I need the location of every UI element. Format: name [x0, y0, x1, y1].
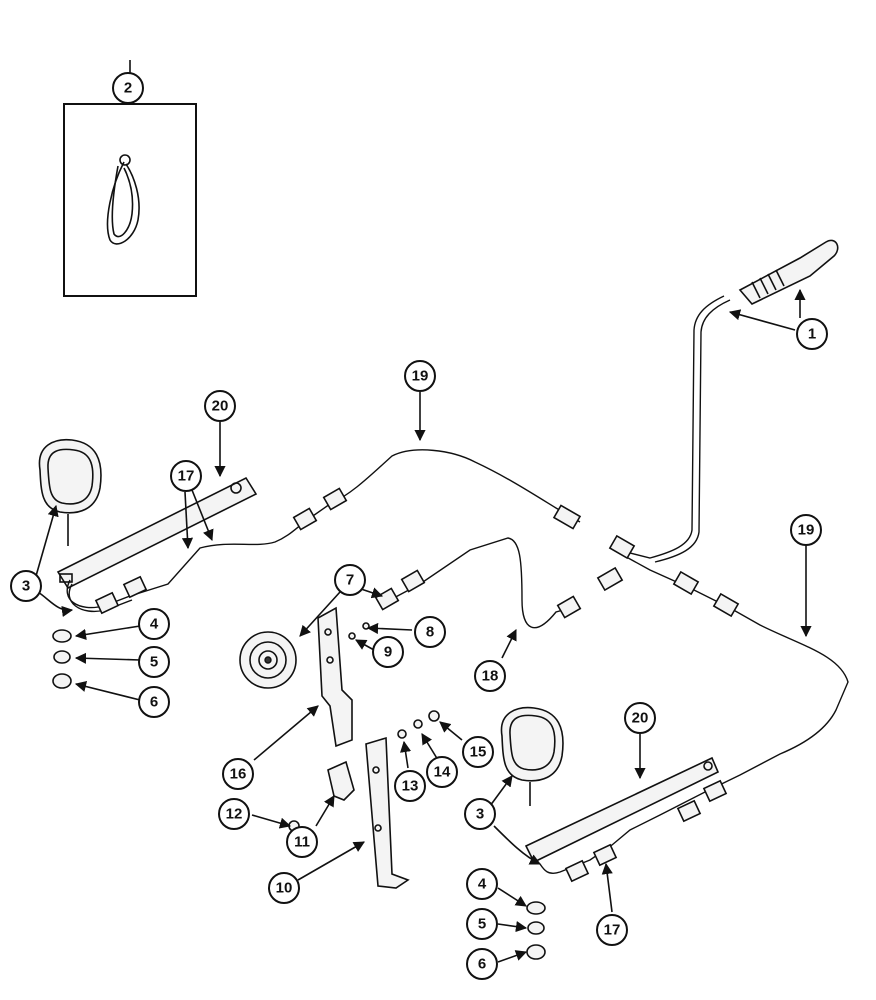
callout-20: 20	[624, 702, 656, 734]
svg-text:5: 5	[478, 916, 486, 933]
svg-text:6: 6	[150, 694, 158, 711]
clip	[327, 760, 355, 801]
svg-text:8: 8	[426, 624, 434, 641]
svg-text:18: 18	[482, 668, 499, 685]
svg-text:3: 3	[22, 578, 30, 595]
right-connectors	[564, 534, 740, 883]
middle-harness	[389, 537, 579, 629]
svg-text:4: 4	[478, 876, 487, 893]
strap-box	[63, 100, 197, 297]
callout-19: 19	[790, 514, 822, 546]
callout-16: 16	[222, 758, 254, 790]
strap-icon	[106, 161, 140, 245]
svg-text:5: 5	[150, 654, 158, 671]
callout-11: 11	[286, 826, 318, 858]
left-mounting-bar	[56, 476, 258, 590]
callout-2: 2	[112, 72, 144, 104]
svg-text:13: 13	[402, 778, 419, 795]
svg-text:12: 12	[226, 806, 243, 823]
svg-text:20: 20	[212, 398, 229, 415]
svg-text:14: 14	[434, 764, 451, 781]
callout-10: 10	[268, 872, 300, 904]
horn-bracket	[317, 606, 353, 748]
callout-9: 9	[372, 636, 404, 668]
horn	[239, 631, 297, 689]
main-plug	[609, 239, 839, 563]
svg-text:19: 19	[412, 368, 429, 385]
left-work-lamp	[38, 438, 102, 546]
svg-text:7: 7	[346, 572, 354, 589]
callout-13: 13	[394, 770, 426, 802]
callout-1: 1	[796, 318, 828, 350]
callout-8: 8	[414, 616, 446, 648]
callout-6: 6	[138, 686, 170, 718]
svg-text:17: 17	[178, 468, 195, 485]
callout-17: 17	[170, 460, 202, 492]
callout-18: 18	[474, 660, 506, 692]
right-work-lamp	[500, 706, 564, 806]
callout-19: 19	[404, 360, 436, 392]
callout-15: 15	[462, 736, 494, 768]
callout-5: 5	[466, 908, 498, 940]
callout-4: 4	[138, 608, 170, 640]
svg-text:1: 1	[808, 326, 816, 343]
callout-20: 20	[204, 390, 236, 422]
svg-text:4: 4	[150, 616, 159, 633]
svg-text:20: 20	[632, 710, 649, 727]
svg-text:6: 6	[478, 956, 486, 973]
callout-4: 4	[466, 868, 498, 900]
callout-3: 3	[464, 798, 496, 830]
callout-5: 5	[138, 646, 170, 678]
left-connectors	[94, 487, 582, 615]
svg-text:11: 11	[294, 834, 310, 851]
svg-text:17: 17	[604, 922, 621, 939]
svg-text:19: 19	[798, 522, 815, 539]
callout-3: 3	[10, 570, 42, 602]
svg-text:2: 2	[124, 80, 132, 97]
svg-text:16: 16	[230, 766, 247, 783]
svg-text:10: 10	[276, 880, 293, 897]
svg-text:3: 3	[476, 806, 484, 823]
callout-17: 17	[596, 914, 628, 946]
middle-connectors	[374, 569, 582, 619]
small-hardware	[52, 622, 546, 960]
callout-7: 7	[334, 564, 366, 596]
right-harness	[539, 547, 849, 874]
vertical-bracket	[365, 736, 410, 889]
callout-14: 14	[426, 756, 458, 788]
svg-text:15: 15	[470, 744, 487, 761]
callout-12: 12	[218, 798, 250, 830]
callout-6: 6	[466, 948, 498, 980]
svg-text:9: 9	[384, 644, 392, 661]
